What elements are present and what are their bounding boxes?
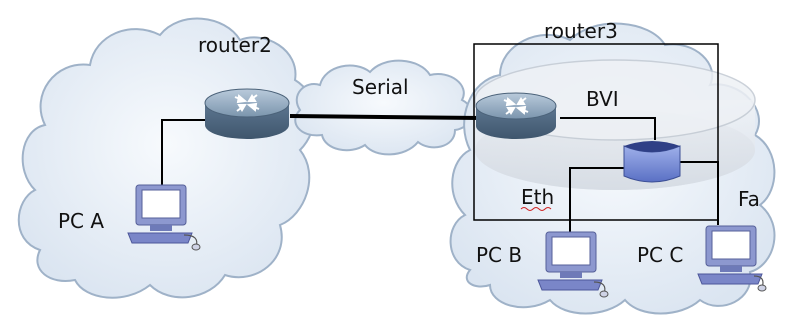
bridge-icon [623,141,681,183]
eth-label: Eth [521,185,554,209]
links [161,114,719,235]
pc-c-icon [697,225,767,292]
router3-icon [475,92,557,139]
pc-a-label: PC A [58,209,104,233]
cloud-left [17,17,316,299]
link-bvi [560,117,656,140]
link-fa [680,161,719,225]
pc-a-icon [127,184,201,251]
router3-label: router3 [544,19,618,43]
pc-b-icon [537,231,609,298]
serial-label: Serial [352,75,409,99]
router2-icon [204,88,290,139]
serial-link [289,114,481,120]
pc-c-label: PC C [637,243,683,267]
router2-label: router2 [198,33,272,57]
bvi-label: BVI [586,87,619,111]
router3-boundary [473,43,719,221]
fa-label: Fa [738,187,760,211]
link-eth [569,167,626,235]
pc-b-label: PC B [476,243,522,267]
link-router2-pca [161,119,205,185]
spellcheck-underline [520,207,552,211]
